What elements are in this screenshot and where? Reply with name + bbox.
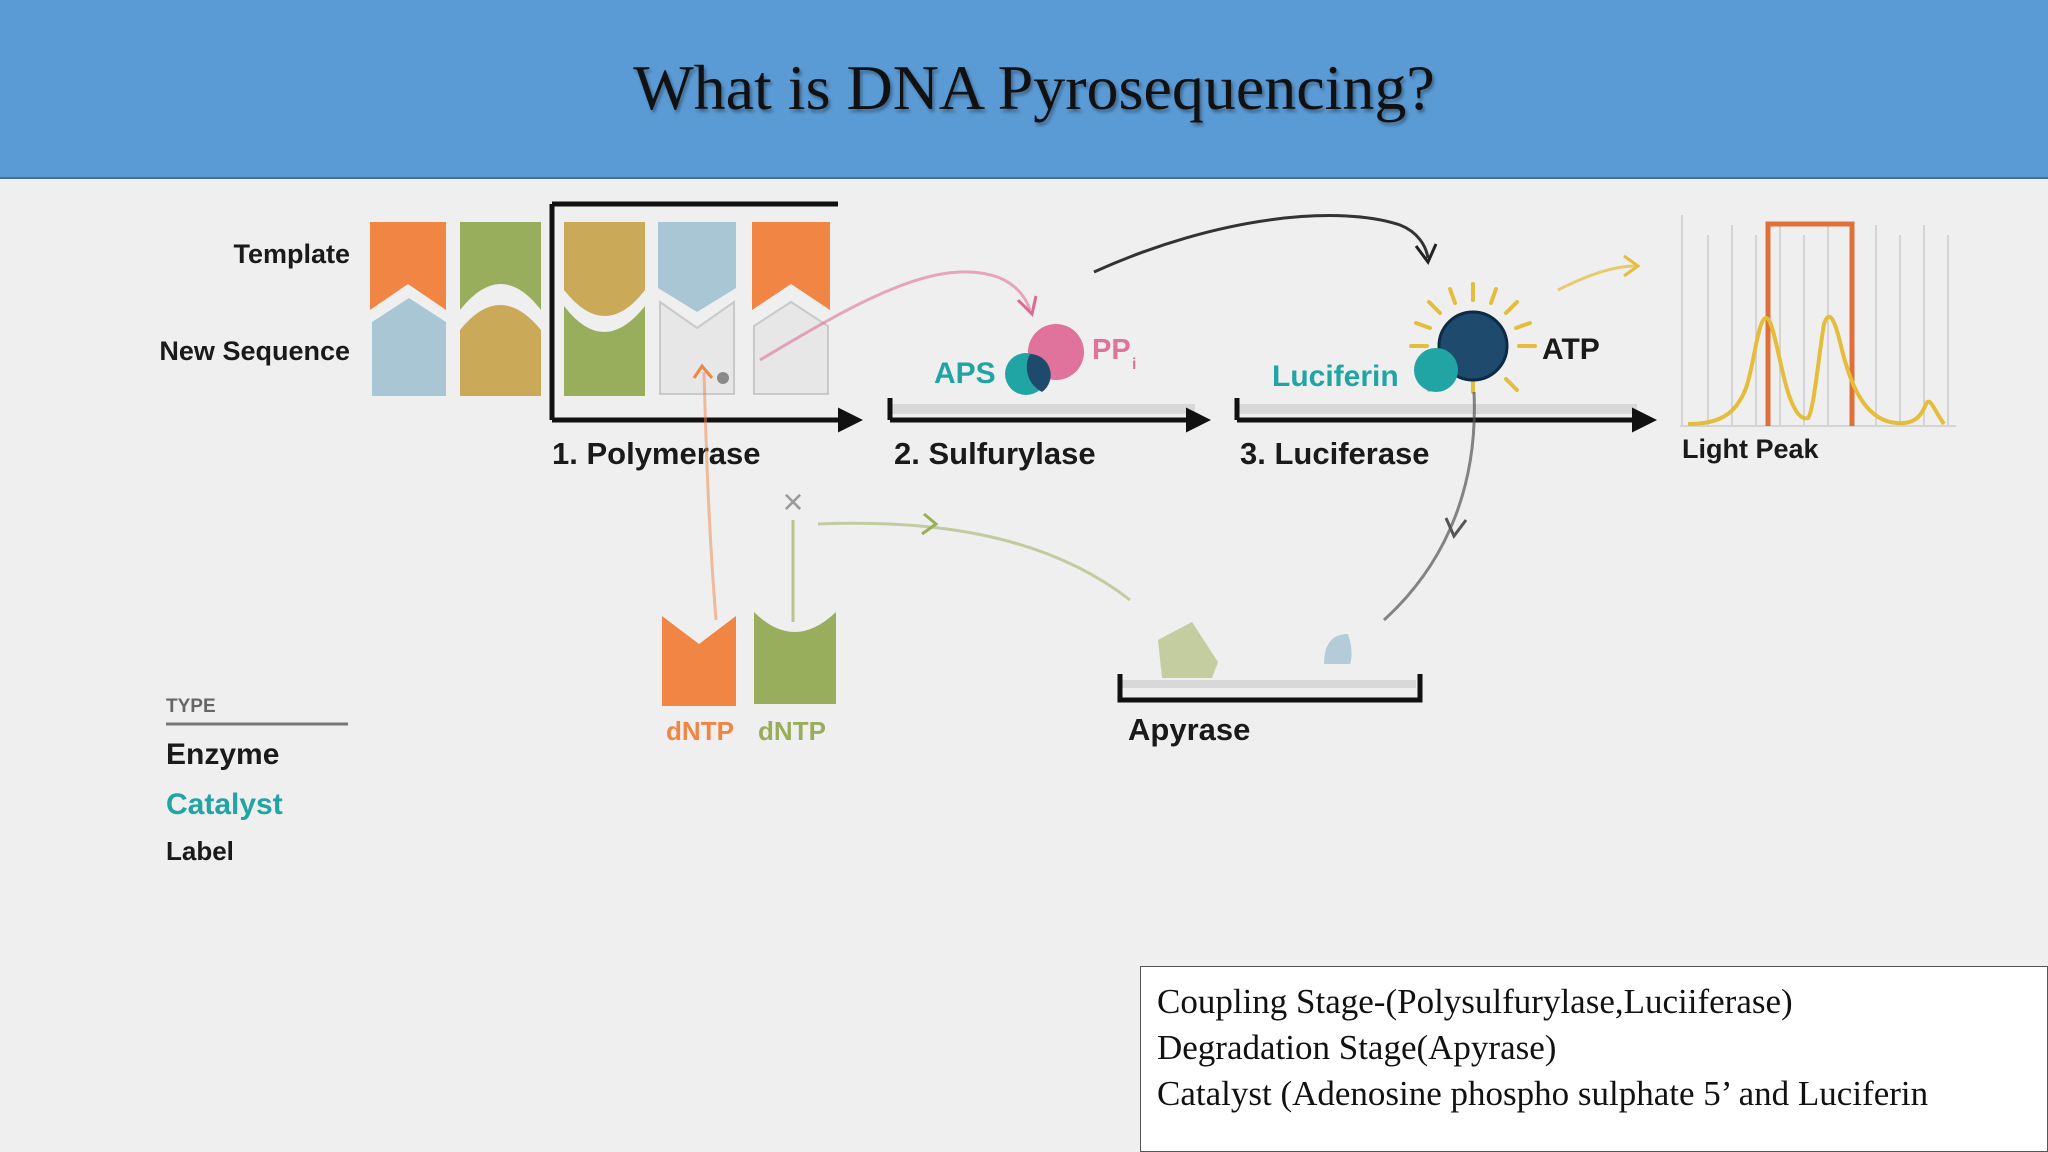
sulfurylase-stage-label: 2. Sulfurylase bbox=[894, 436, 1096, 471]
title-banner: What is DNA Pyrosequencing? bbox=[0, 0, 2048, 179]
legend-catalyst: Catalyst bbox=[166, 788, 283, 821]
degraded-dntp-fragment bbox=[1158, 622, 1218, 678]
dntp-to-apyrase-arrowhead bbox=[921, 512, 939, 536]
atp-transfer-arrowhead bbox=[1414, 243, 1438, 265]
degraded-atp-fragment bbox=[1324, 634, 1352, 664]
sulfurylase-platform bbox=[890, 404, 1195, 414]
new-block-empty-slot bbox=[659, 300, 735, 395]
luciferin-circle bbox=[1414, 348, 1458, 392]
light-emission-arrowhead bbox=[1623, 254, 1641, 278]
light-peak-label: Light Peak bbox=[1682, 434, 1820, 464]
notes-line-catalyst: Catalyst (Adenosine phospho sulphate 5’ … bbox=[1157, 1074, 1929, 1113]
legend-label: Label bbox=[166, 836, 234, 866]
ppi-subscript: i bbox=[1132, 356, 1136, 373]
atp-label: ATP bbox=[1542, 333, 1600, 366]
legend-enzyme: Enzyme bbox=[166, 738, 279, 771]
atp-transfer-arrow bbox=[1093, 214, 1430, 274]
notes-line-coupling: Coupling Stage-(Polysulfurylase,Luciifer… bbox=[1157, 982, 1793, 1021]
new-block-blue bbox=[372, 298, 446, 396]
page-title: What is DNA Pyrosequencing? bbox=[633, 51, 1435, 123]
luciferase-platform bbox=[1237, 404, 1637, 414]
template-row-label: Template bbox=[233, 239, 350, 269]
apyrase-bracket bbox=[1117, 674, 1423, 703]
template-block-green bbox=[460, 222, 541, 310]
aps-ppi-overlap bbox=[1026, 354, 1051, 392]
new-block-gold bbox=[460, 305, 541, 396]
dntp-incorporation-arrowhead bbox=[692, 363, 714, 379]
apyrase-stage-label: Apyrase bbox=[1128, 712, 1250, 747]
apyrase-platform bbox=[1122, 680, 1416, 688]
dntp-incorporation-arrow bbox=[702, 371, 718, 621]
notes-text-box: Coupling Stage-(Polysulfurylase,Luciifer… bbox=[1140, 966, 2048, 1152]
incoming-base-dot bbox=[717, 372, 729, 384]
luciferin-label: Luciferin bbox=[1272, 360, 1399, 393]
notes-line-degradation: Degradation Stage(Apyrase) bbox=[1157, 1028, 1557, 1067]
atp-to-apyrase-arrowhead bbox=[1444, 517, 1468, 539]
dntp-label-orange: dNTP bbox=[666, 716, 734, 746]
aps-label: APS bbox=[934, 357, 996, 390]
atp-to-apyrase-arrow bbox=[1382, 391, 1476, 622]
light-peak-curve bbox=[1687, 314, 1946, 426]
light-peak-bracket bbox=[1765, 221, 1855, 426]
legend-heading: TYPE bbox=[166, 696, 216, 717]
polymerase-stage-label: 1. Polymerase bbox=[552, 436, 761, 471]
template-block-blue bbox=[658, 222, 736, 312]
template-block-orange-1 bbox=[370, 222, 446, 310]
new-sequence-row-label: New Sequence bbox=[159, 336, 350, 366]
pyrophosphate-release-arrow bbox=[759, 270, 1032, 362]
light-peak-chart bbox=[1680, 215, 1956, 427]
template-block-orange-2 bbox=[752, 222, 830, 310]
new-block-green bbox=[564, 306, 645, 396]
template-block-gold bbox=[564, 222, 645, 316]
dntp-to-apyrase-arrow bbox=[817, 521, 1131, 602]
dntp-label-green: dNTP bbox=[758, 716, 826, 746]
ppi-label: PP bbox=[1092, 334, 1131, 366]
light-emission-arrow bbox=[1557, 264, 1637, 292]
luciferase-stage-label: 3. Luciferase bbox=[1240, 436, 1430, 471]
pyrophosphate-arrowhead bbox=[1016, 295, 1038, 317]
new-block-empty-last bbox=[753, 300, 829, 395]
dntp-block-green bbox=[754, 612, 836, 704]
dntp-block-orange bbox=[662, 616, 736, 706]
polymerase-bracket bbox=[549, 201, 838, 420]
dntp-rejected-mark: × bbox=[782, 481, 803, 522]
